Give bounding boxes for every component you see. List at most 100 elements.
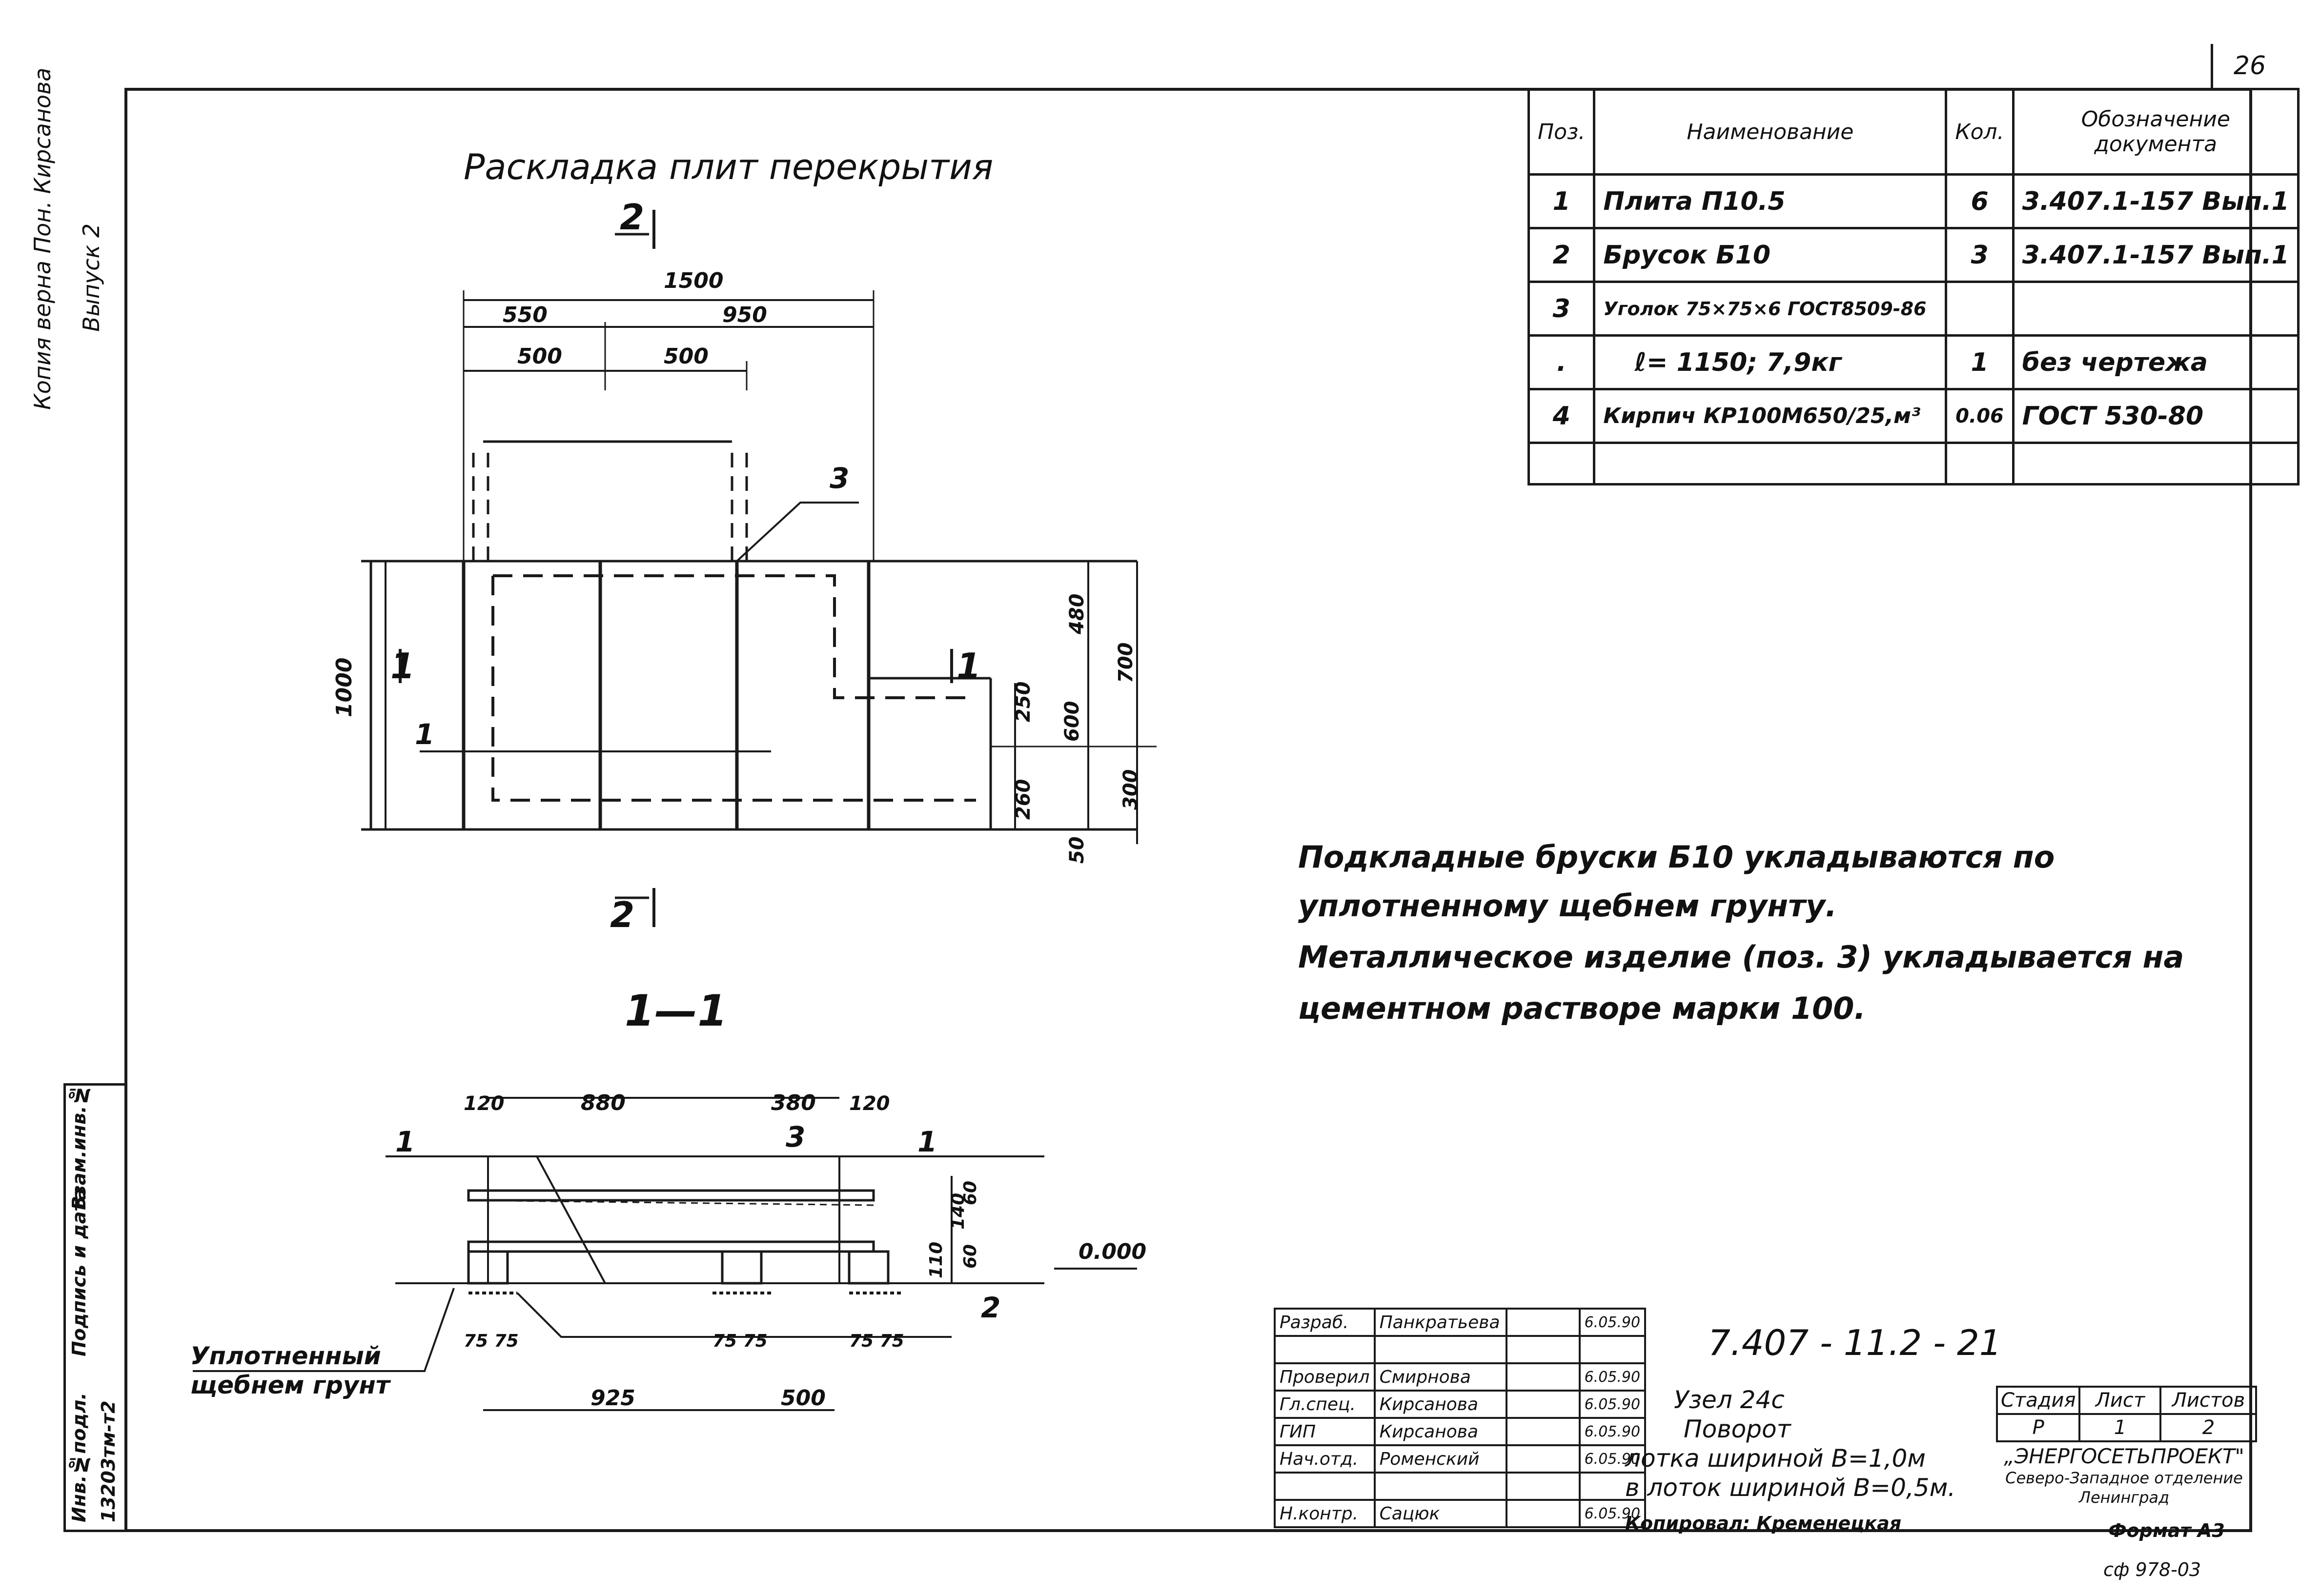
- role: ГИП: [1274, 1417, 1376, 1446]
- sheets-value: 2: [2159, 1413, 2258, 1442]
- dim-label: 75 75: [849, 1331, 904, 1351]
- role: Н.контр.: [1274, 1499, 1376, 1528]
- ground-label-1: Уплотненный: [190, 1342, 381, 1370]
- dim-label: 500: [781, 1386, 826, 1411]
- subtitle-line-1: Узел 24с: [1674, 1386, 1785, 1414]
- sheet-frame: [124, 88, 2252, 1532]
- role-sign: [1505, 1362, 1581, 1392]
- role-name: Кирсанова: [1373, 1390, 1507, 1419]
- role-date: 6.05.90: [1578, 1308, 1647, 1337]
- ground-label-2: щебнем грунт: [190, 1371, 390, 1399]
- section-mark: 2: [610, 894, 634, 935]
- spec-doc: без чертежа: [2012, 334, 2300, 390]
- table-row: . ℓ= 1150; 7,9кг 1 без чертежа: [1527, 334, 2300, 390]
- spec-name: [1593, 442, 1948, 485]
- table-row: Нач.отд.Роменский 6.05.90: [1274, 1444, 1647, 1474]
- role-name: Смирнова: [1373, 1362, 1507, 1392]
- role-date: 6.05.90: [1578, 1499, 1647, 1528]
- spec-doc: [2012, 442, 2300, 485]
- role: Гл.спец.: [1274, 1390, 1376, 1419]
- table-row: Гл.спец.Кирсанова 6.05.90: [1274, 1390, 1647, 1419]
- sheet-value: 1: [2078, 1413, 2162, 1442]
- table-row: [1274, 1335, 1647, 1364]
- dim-label: 880: [581, 1091, 626, 1115]
- stage-table: Стадия Лист Листов Р 1 2: [1995, 1386, 2258, 1442]
- dim-label: 550: [503, 303, 548, 327]
- spec-doc: 3.407.1-157 Вып.1: [2012, 227, 2300, 283]
- role-name: Роменский: [1373, 1444, 1507, 1474]
- spec-kol: 1: [1945, 334, 2015, 390]
- spec-name: Кирпич КР100М650/25,м³: [1593, 388, 1948, 444]
- callout: 1: [395, 1125, 415, 1158]
- stage-value: Р: [1995, 1413, 2081, 1442]
- dim-label: 300: [1119, 769, 1142, 810]
- spec-doc: [2012, 281, 2300, 337]
- spec-table: Поз. Наименование Кол. Обозначение докум…: [1527, 88, 2300, 485]
- drawing-title: Раскладка плит перекрытия: [464, 146, 994, 187]
- dim-label: 480: [1066, 594, 1088, 635]
- subtitle-line-3: лотка шириной В=1,0м: [1625, 1444, 1926, 1473]
- role: Нач.отд.: [1274, 1444, 1376, 1474]
- dim-label: 500: [517, 344, 562, 369]
- role-date: 6.05.90: [1578, 1444, 1647, 1474]
- dim-label: 60: [960, 1244, 980, 1269]
- sheet-number: 26: [2211, 44, 2286, 90]
- callout: 2: [981, 1291, 1000, 1324]
- dim-label: 120: [464, 1092, 505, 1115]
- role-date: 6.05.90: [1578, 1390, 1647, 1419]
- note-line-2: уплотненному щебнем грунту.: [1298, 888, 1837, 924]
- dim-label: 500: [664, 344, 709, 369]
- spec-name: Плита П10.5: [1593, 173, 1948, 229]
- spec-kol: [1945, 281, 2015, 337]
- dim-label: 925: [590, 1386, 635, 1411]
- spec-poz: 4: [1527, 388, 1596, 444]
- role: Проверил: [1274, 1362, 1376, 1392]
- role-sign: [1505, 1390, 1581, 1419]
- spec-name: Уголок 75×75×6 ГОСТ8509-86: [1593, 281, 1948, 337]
- section-mark: 2: [620, 197, 644, 238]
- spec-header-row: Поз. Наименование Кол. Обозначение докум…: [1527, 88, 2300, 176]
- table-row: [1527, 442, 2300, 485]
- spec-poz: 1: [1527, 173, 1596, 229]
- spec-poz: [1527, 442, 1596, 485]
- table-row: Р 1 2: [1995, 1413, 2258, 1442]
- dim-label: 950: [722, 303, 767, 327]
- dim-label: 75 75: [712, 1331, 768, 1351]
- table-row: 1 Плита П10.5 6 3.407.1-157 Вып.1: [1527, 173, 2300, 229]
- spec-header-poz: Поз.: [1527, 88, 1596, 176]
- spec-doc: 3.407.1-157 Вып.1: [2012, 173, 2300, 229]
- role: [1274, 1335, 1376, 1364]
- dim-label: 600: [1061, 701, 1083, 742]
- dim-label: 110: [926, 1242, 946, 1278]
- org-name: „ЭНЕРГОСЕТЬПРОЕКТ": [2004, 1444, 2244, 1468]
- copied-by: Копировал: Кременецкая: [1625, 1513, 1902, 1534]
- serial-number: сф 978-03: [2103, 1559, 2201, 1580]
- callout: 3: [830, 462, 849, 495]
- dim-label: 1000: [332, 658, 357, 717]
- spec-name: Брусок Б10: [1593, 227, 1948, 283]
- role-date: [1578, 1335, 1647, 1364]
- dim-label: 60: [960, 1181, 980, 1205]
- callout: 1: [917, 1125, 937, 1158]
- org-branch: Северо-Западное отделение: [2005, 1469, 2243, 1487]
- table-row: 3 Уголок 75×75×6 ГОСТ8509-86: [1527, 281, 2300, 337]
- role-sign: [1505, 1499, 1581, 1528]
- table-row: [1274, 1472, 1647, 1501]
- spec-header-doc: Обозначение документа: [2012, 88, 2300, 176]
- table-row: 4 Кирпич КР100М650/25,м³ 0.06 ГОСТ 530-8…: [1527, 388, 2300, 444]
- sheet-header: Лист: [2078, 1386, 2162, 1415]
- role-date: 6.05.90: [1578, 1362, 1647, 1392]
- role: [1274, 1472, 1376, 1501]
- table-row: Стадия Лист Листов: [1995, 1386, 2258, 1415]
- role-date: [1578, 1472, 1647, 1501]
- table-row: 2 Брусок Б10 3 3.407.1-157 Вып.1: [1527, 227, 2300, 283]
- stage-header: Стадия: [1995, 1386, 2081, 1415]
- callout: 3: [786, 1120, 805, 1153]
- role-sign: [1505, 1335, 1581, 1364]
- spec-poz: 2: [1527, 227, 1596, 283]
